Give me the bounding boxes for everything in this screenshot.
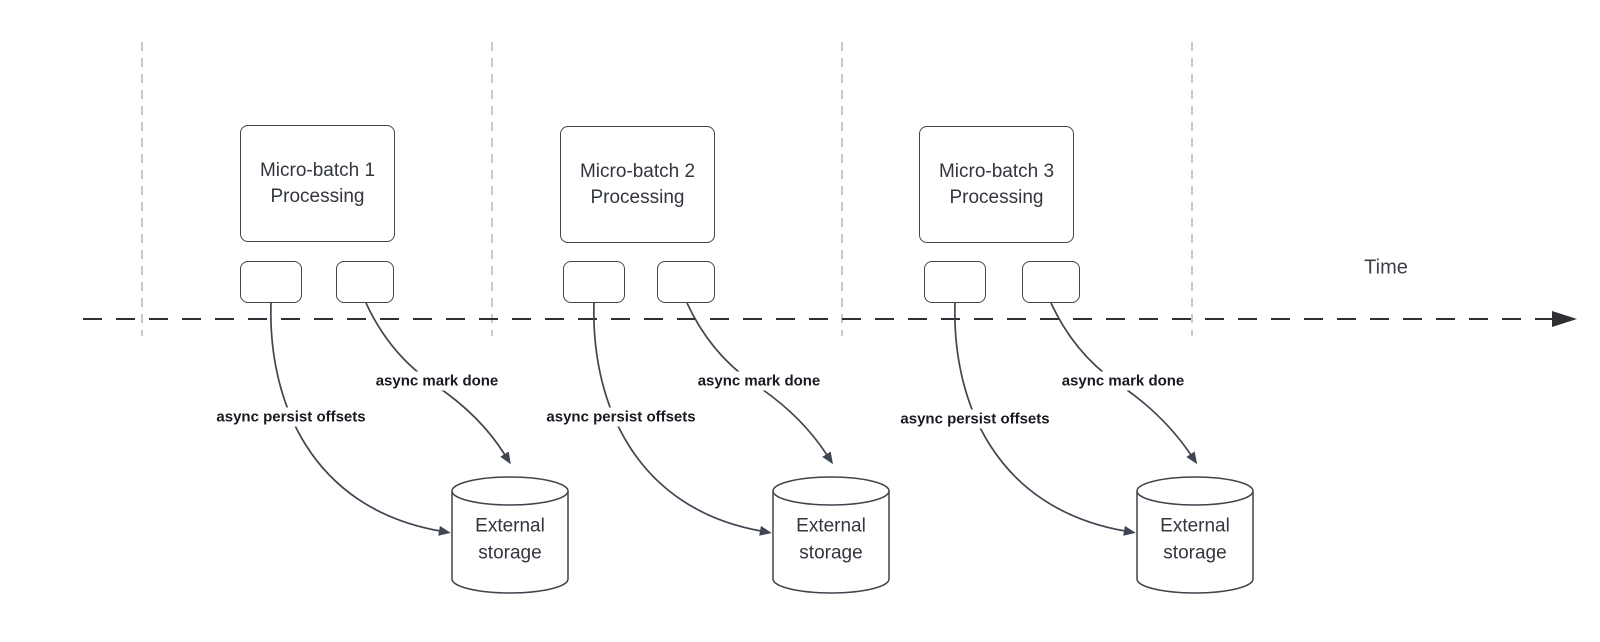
external-storage-cylinder-3 <box>1136 476 1254 594</box>
mark-done-label-3: async mark done <box>1058 371 1188 391</box>
micro-batch-box-1: Micro-batch 1 Processing <box>240 125 395 242</box>
mark-done-task-box-1 <box>336 261 394 303</box>
persist-offsets-label-3: async persist offsets <box>897 409 1053 429</box>
external-storage-cylinder-body-1 <box>451 491 569 594</box>
mark-done-label-1: async mark done <box>372 371 502 391</box>
persist-offsets-task-box-3 <box>924 261 986 303</box>
persist-offsets-task-box-2 <box>563 261 625 303</box>
micro-batch-box-3: Micro-batch 3 Processing <box>919 126 1074 243</box>
persist-offsets-arrow-2 <box>593 302 772 536</box>
storage-label-2: External storage <box>796 515 866 563</box>
storage-label-1: External storage <box>475 515 545 563</box>
persist-offsets-arrow-3 <box>954 302 1136 536</box>
time-label: Time <box>1364 256 1408 279</box>
time-axis-arrowhead <box>1552 311 1577 327</box>
mark-done-task-box-2 <box>657 261 715 303</box>
mark-done-label-2: async mark done <box>694 371 824 391</box>
external-storage-cylinder-2 <box>772 476 890 594</box>
persist-offsets-label-2: async persist offsets <box>543 407 699 427</box>
mark-done-task-box-3 <box>1022 261 1080 303</box>
external-storage-cylinder-body-3 <box>1136 491 1254 594</box>
persist-offsets-task-box-1 <box>240 261 302 303</box>
external-storage-cylinder-body-2 <box>772 491 890 594</box>
persist-offsets-arrow-1 <box>270 302 451 536</box>
persist-offsets-label-1: async persist offsets <box>213 407 369 427</box>
storage-label-3: External storage <box>1160 515 1230 563</box>
external-storage-cylinder-top-2 <box>772 476 890 506</box>
micro-batch-box-2: Micro-batch 2 Processing <box>560 126 715 243</box>
external-storage-cylinder-top-1 <box>451 476 569 506</box>
external-storage-cylinder-1 <box>451 476 569 594</box>
external-storage-cylinder-top-3 <box>1136 476 1254 506</box>
